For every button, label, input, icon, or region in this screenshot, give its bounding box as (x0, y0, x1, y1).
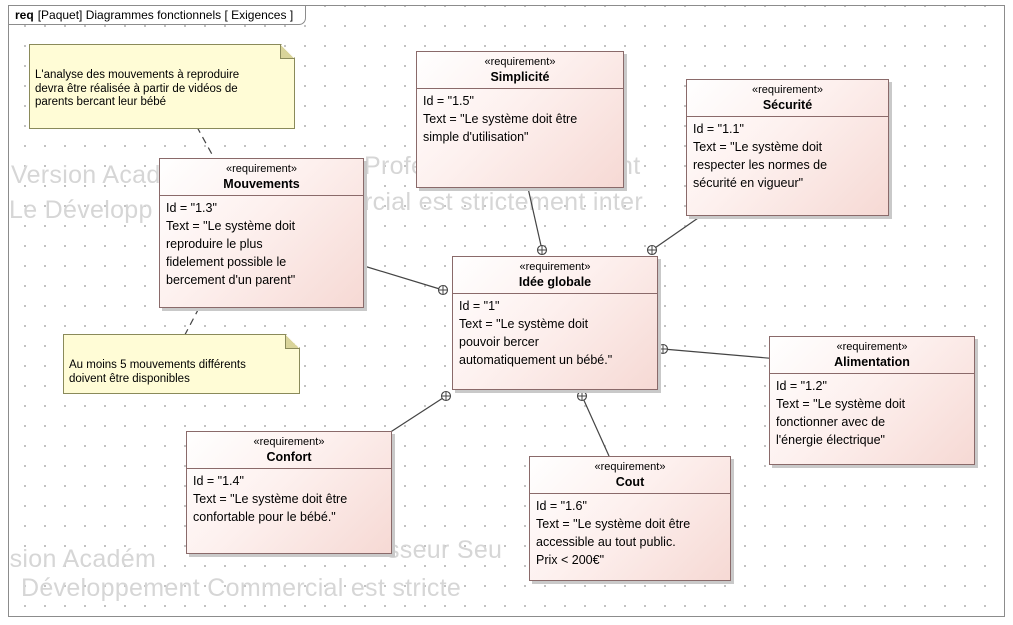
requirement-id: Id = "1.1" (693, 122, 744, 136)
note-line: parents bercant leur bébé (35, 96, 167, 108)
stereotype-label: «requirement» (752, 84, 823, 96)
containment-link[interactable] (388, 395, 447, 434)
requirement-header: «requirement» Cout (530, 457, 730, 494)
stereotype-label: «requirement» (226, 163, 297, 175)
requirement-header: «requirement» Sécurité (687, 80, 888, 117)
requirement-text: Text = "Le système doit être (536, 517, 691, 531)
requirement-text: automatiquement un bébé." (459, 353, 613, 367)
requirement-text: Prix < 200€" (536, 553, 605, 567)
requirement-text: l'énergie électrique" (776, 433, 885, 447)
containment-link[interactable] (527, 187, 543, 251)
note-line: Au moins 5 mouvements différents (69, 359, 246, 371)
requirement-name: Cout (615, 475, 645, 489)
requirement-text: fonctionner avec de (776, 415, 886, 429)
note-anchor-link[interactable] (190, 115, 215, 159)
watermark-text: rcial est strictement inter (364, 188, 644, 216)
watermark-text: nt (619, 152, 641, 180)
requirement-name: Idée globale (518, 275, 592, 289)
requirement-alimentation[interactable]: «requirement» Alimentation Id = "1.2" Te… (769, 336, 975, 465)
stereotype-label: «requirement» (836, 341, 908, 353)
requirement-simplicite[interactable]: «requirement» Simplicité Id = "1.5" Text… (416, 51, 624, 188)
watermark-text: rsion Académ (8, 545, 157, 573)
requirement-name: Confort (266, 450, 312, 464)
containment-link[interactable] (651, 215, 702, 251)
stereotype-label: «requirement» (253, 436, 325, 448)
requirement-header: «requirement» Confort (187, 432, 391, 469)
watermark-text: Profe (364, 152, 426, 180)
requirement-text: Text = "Le système doit être (423, 112, 578, 126)
requirement-text: accessible au tout public. (536, 535, 676, 549)
watermark-text: Version Acad (11, 161, 161, 189)
requirement-text: reproduire le plus (166, 237, 263, 251)
requirement-name: Mouvements (223, 177, 300, 191)
containment-icon (437, 284, 449, 296)
requirement-text: Text = "Le système doit (776, 397, 906, 411)
stereotype-label: «requirement» (519, 261, 591, 273)
requirement-body: Id = "1" Text = "Le système doit pouvoir… (453, 294, 657, 372)
note-line: devra être réalisée à partir de vidéos d… (35, 82, 238, 95)
requirement-header: «requirement» Mouvements (160, 159, 363, 196)
requirement-confort[interactable]: «requirement» Confort Id = "1.4" Text = … (186, 431, 392, 554)
requirement-header: «requirement» Simplicité (417, 52, 623, 89)
watermark-text: sseur Seu (387, 536, 503, 564)
requirement-body: Id = "1.6" Text = "Le système doit être … (530, 494, 730, 572)
requirement-text: fidelement possible le (166, 255, 287, 269)
requirement-body: Id = "1.4" Text = "Le système doit être … (187, 469, 391, 529)
requirement-text: Text = "Le système doit (166, 219, 296, 233)
requirement-id: Id = "1.5" (423, 94, 474, 108)
containment-icon (440, 390, 452, 402)
requirement-header: «requirement» Alimentation (770, 337, 974, 374)
note-line: L'analyse des mouvements à reproduire (35, 69, 240, 81)
requirement-text: simple d'utilisation" (423, 130, 529, 144)
requirement-idee-globale[interactable]: «requirement» Idée globale Id = "1" Text… (452, 256, 658, 390)
requirement-body: Id = "1.1" Text = "Le système doit respe… (687, 117, 888, 195)
requirement-cout[interactable]: «requirement» Cout Id = "1.6" Text = "Le… (529, 456, 731, 581)
requirement-id: Id = "1.3" (166, 201, 217, 215)
requirement-body: Id = "1.2" Text = "Le système doit fonct… (770, 374, 974, 452)
requirement-body: Id = "1.3" Text = "Le système doit repro… (160, 196, 363, 292)
diagram-frame: req[Paquet] Diagrammes fonctionnels [ Ex… (8, 5, 1005, 617)
stereotype-label: «requirement» (594, 461, 666, 473)
frame-label: [Paquet] Diagrammes fonctionnels [ Exige… (37, 8, 294, 22)
requirement-text: Text = "Le système doit (459, 317, 589, 331)
frame-tab[interactable]: req[Paquet] Diagrammes fonctionnels [ Ex… (9, 6, 307, 25)
requirement-text: Text = "Le système doit (693, 140, 823, 154)
requirement-text: sécurité en vigueur" (693, 176, 804, 190)
requirement-name: Alimentation (834, 355, 910, 369)
note-mouvements-min[interactable]: Au moins 5 mouvements différents doivent… (63, 334, 300, 394)
note-analyse[interactable]: L'analyse des mouvements à reproduire de… (29, 44, 295, 129)
containment-link[interactable] (363, 265, 444, 291)
frame-kind: req (15, 8, 34, 22)
requirement-text: bercement d'un parent" (166, 273, 296, 287)
requirement-text: Text = "Le système doit être (193, 492, 348, 506)
requirement-text: pouvoir bercer (459, 335, 539, 349)
containment-link[interactable] (581, 395, 610, 457)
requirement-id: Id = "1.4" (193, 474, 244, 488)
requirement-text: confortable pour le bébé." (193, 510, 336, 524)
requirement-name: Sécurité (762, 98, 813, 112)
requirement-mouvements[interactable]: «requirement» Mouvements Id = "1.3" Text… (159, 158, 364, 308)
requirement-id: Id = "1.6" (536, 499, 587, 513)
requirement-name: Simplicité (490, 70, 550, 84)
requirement-securite[interactable]: «requirement» Sécurité Id = "1.1" Text =… (686, 79, 889, 216)
containment-icon (646, 244, 658, 256)
watermark-text: Le Développ (9, 196, 153, 224)
note-line: doivent être disponibles (69, 372, 190, 385)
requirement-header: «requirement» Idée globale (453, 257, 657, 294)
containment-icon (657, 343, 669, 355)
requirement-id: Id = "1" (459, 299, 500, 313)
watermark-text: Développement Commercial est stricte (21, 574, 462, 602)
containment-icon (536, 244, 548, 256)
containment-icon (576, 390, 588, 402)
stereotype-label: «requirement» (484, 56, 556, 68)
requirement-text: respecter les normes de (693, 158, 828, 172)
requirement-body: Id = "1.5" Text = "Le système doit être … (417, 89, 623, 149)
requirement-id: Id = "1.2" (776, 379, 827, 393)
